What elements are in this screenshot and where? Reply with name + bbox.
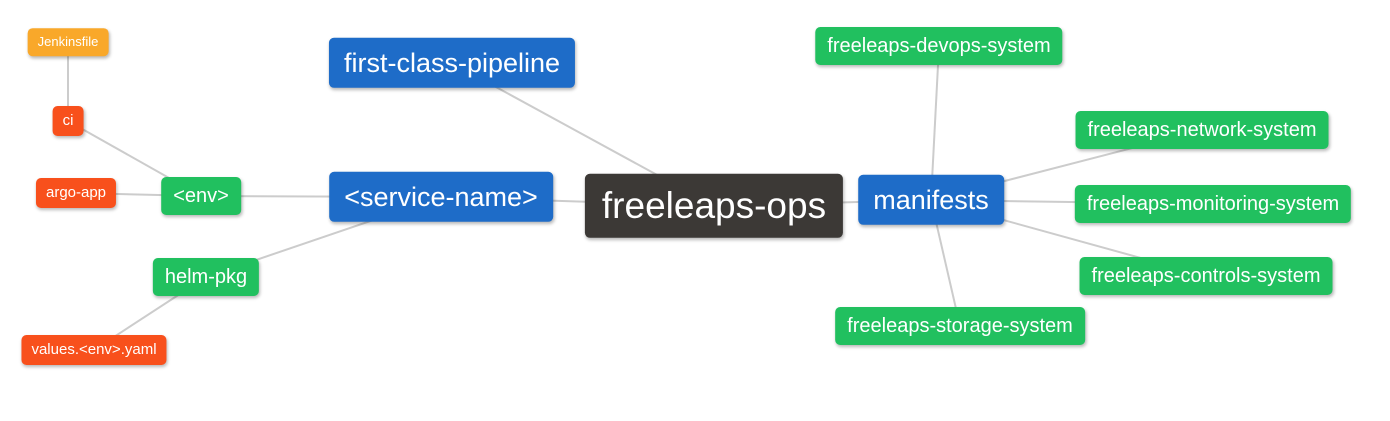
- node-manifests[interactable]: manifests: [858, 174, 1004, 226]
- node-jenkinsfile[interactable]: Jenkinsfile: [27, 28, 109, 56]
- node-helm-pkg[interactable]: helm-pkg: [152, 258, 260, 296]
- edge-manifests-freeleaps-devops-system: [930, 45, 940, 201]
- node-freeleaps-devops-system[interactable]: freeleaps-devops-system: [815, 27, 1063, 65]
- node-freeleaps-storage-system[interactable]: freeleaps-storage-system: [835, 307, 1085, 345]
- node-freeleaps-controls-system[interactable]: freeleaps-controls-system: [1079, 257, 1333, 295]
- node-ci[interactable]: ci: [52, 106, 84, 136]
- node-freeleaps-monitoring-system[interactable]: freeleaps-monitoring-system: [1074, 185, 1352, 223]
- node-env[interactable]: <env>: [161, 177, 241, 215]
- node-service-name[interactable]: <service-name>: [329, 171, 553, 223]
- node-first-class-pipeline[interactable]: first-class-pipeline: [328, 37, 576, 89]
- node-values-env-yaml[interactable]: values.<env>.yaml: [21, 335, 167, 365]
- node-freeleaps-network-system[interactable]: freeleaps-network-system: [1075, 111, 1329, 149]
- node-freeleaps-ops[interactable]: freeleaps-ops: [584, 173, 844, 239]
- node-argo-app[interactable]: argo-app: [35, 178, 117, 208]
